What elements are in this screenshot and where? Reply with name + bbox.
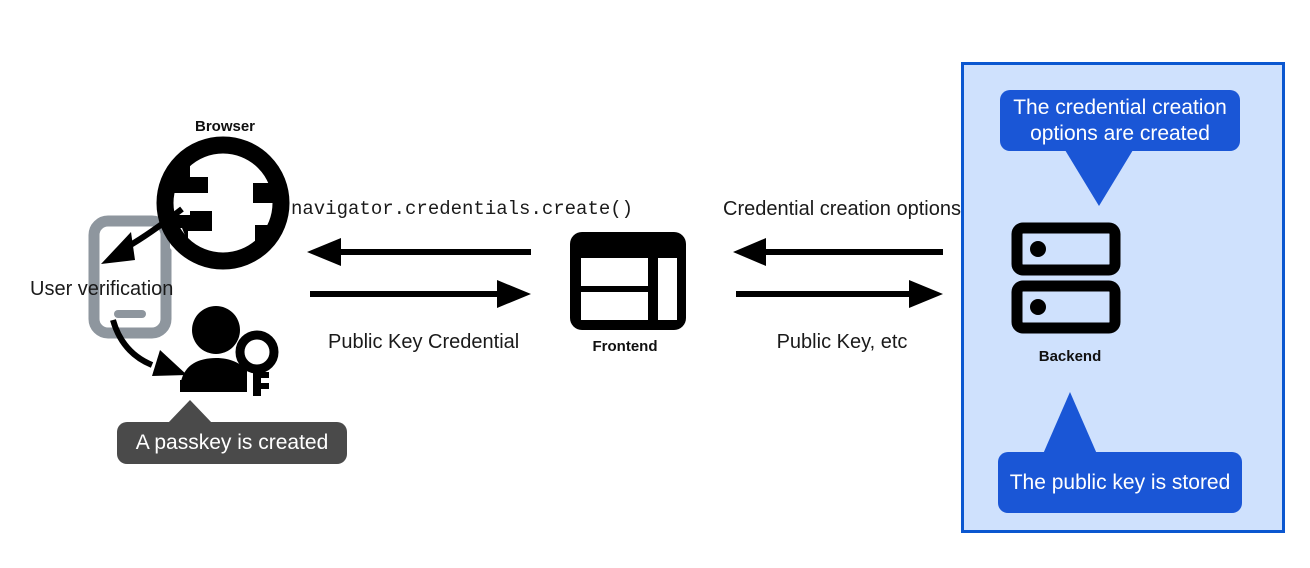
callout-tail-passkey-created xyxy=(168,400,212,423)
arrow-browser-to-device xyxy=(101,206,184,264)
node-label-backend: Backend xyxy=(1038,348,1102,365)
callout-credential-options: The credential creation options are crea… xyxy=(1000,90,1240,151)
arrow-backend-to-frontend xyxy=(733,238,943,266)
callout-passkey-created: A passkey is created xyxy=(117,422,347,464)
webpage-layout-icon xyxy=(570,232,686,330)
callout-public-key-stored: The public key is stored xyxy=(998,452,1242,513)
arrow-label-navigator-create: navigator.credentials.create() xyxy=(291,198,634,220)
arrow-label-public-key-etc: Public Key, etc xyxy=(776,331,908,353)
server-icon xyxy=(1011,222,1121,334)
arrow-device-to-user xyxy=(110,319,187,376)
globe-icon xyxy=(150,136,290,276)
callout-tail-public-key-stored xyxy=(1043,392,1097,454)
smartphone-icon xyxy=(88,215,172,339)
arrow-browser-to-frontend xyxy=(310,280,531,308)
arrow-label-public-key-credential: Public Key Credential xyxy=(328,331,520,353)
node-label-user-verification: User verification xyxy=(30,278,174,300)
person-with-key-icon xyxy=(180,306,279,396)
node-label-browser: Browser xyxy=(194,118,256,135)
arrow-frontend-to-backend xyxy=(736,280,943,308)
callout-tail-credential-options xyxy=(1065,150,1133,206)
arrow-label-credential-creation-options: Credential creation options xyxy=(723,198,961,220)
node-label-frontend: Frontend xyxy=(592,338,658,355)
arrow-frontend-to-browser xyxy=(307,238,531,266)
